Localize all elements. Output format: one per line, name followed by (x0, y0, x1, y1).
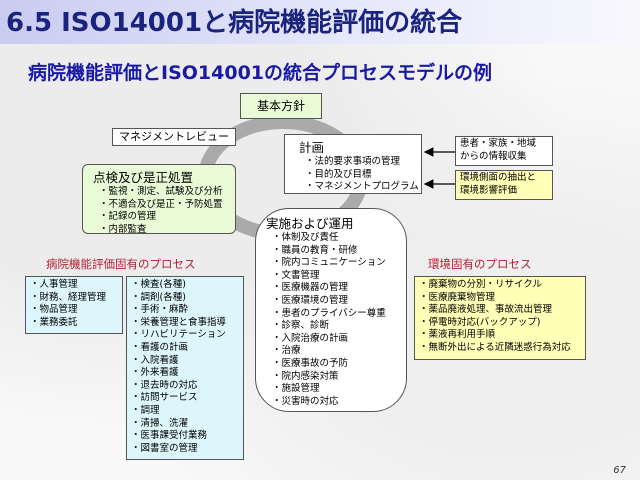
basic-policy-label: 基本方針 (256, 99, 305, 113)
diagram-subtitle: 病院機能評価とISO14001の統合プロセスモデルの例 (28, 62, 493, 84)
list-item: ・無断外出による近隣迷惑行為対応 (419, 341, 571, 353)
page-title: 6.5 ISO14001と病院機能評価の統合 (6, 8, 463, 38)
list-item: ・退去時の対応 (131, 379, 198, 391)
implementation-item: ・医療事故の予防 (272, 357, 349, 369)
stakeholder-line: 患者・家族・地域 (460, 138, 537, 149)
implementation-item: ・医療環境の管理 (272, 294, 349, 306)
implementation-item: ・入院治療の計画 (272, 332, 349, 344)
list-item: ・図書室の管理 (131, 442, 198, 454)
list-item: ・入院看護 (131, 354, 179, 366)
clinical-process-list: ・検査(各種) ・調剤(各種) ・手術・麻酔 ・栄養管理と食事指導 ・リハビリテ… (126, 276, 244, 460)
list-item: ・検査(各種) (131, 279, 186, 290)
plan-item: ・目的及び目標 (305, 168, 372, 180)
implementation-item: ・体制及び責任 (272, 232, 339, 243)
list-item: ・リハビリテーション (131, 329, 226, 341)
env-process-label: 環境固有のプロセス (428, 257, 532, 271)
implementation-item: ・施設管理 (272, 383, 320, 395)
list-item: ・廃棄物の分別・リサイクル (419, 279, 543, 290)
list-item: ・清掃、洗濯 (131, 417, 189, 429)
implementation-item: ・災害時の対応 (272, 395, 339, 407)
list-item: ・調理 (131, 404, 160, 416)
hospital-process-label: 病院機能評価固有のプロセス (46, 257, 196, 271)
env-aspect-line: 環境側面の抽出と (460, 172, 537, 183)
implementation-item: ・患者のプライバシー尊重 (272, 307, 386, 319)
check-action-item: ・内部監査 (99, 223, 147, 235)
implementation-item: ・院内感染対策 (272, 370, 339, 382)
plan-title: 計画 (299, 140, 325, 155)
implementation-item: ・院内コミュニケーション (272, 257, 386, 269)
list-item: ・薬品廃液処理、事故流出管理 (419, 304, 553, 316)
list-item: ・業務委託 (30, 316, 78, 328)
management-review-label: マネジメントレビュー (119, 130, 229, 143)
list-item: ・停電時対応(バックアップ) (419, 316, 541, 328)
implementation-item: ・治療 (272, 345, 301, 357)
stakeholder-line: からの情報収集 (460, 150, 527, 162)
implementation-item: ・医療機器の管理 (272, 282, 349, 294)
check-action-item: ・不適合及び是正・予防処置 (99, 198, 223, 210)
page-number: 67 (613, 465, 626, 476)
implementation-title: 実施および運用 (266, 216, 354, 231)
plan-item: ・法的要求事項の管理 (305, 156, 401, 167)
plan-item: ・マネジメントプログラム (305, 181, 419, 193)
list-item: ・人事管理 (30, 279, 78, 290)
implementation-item: ・文書管理 (272, 269, 320, 281)
basic-policy-box: 基本方針 (240, 93, 322, 119)
env-process-list: ・廃棄物の分別・リサイクル ・医療廃棄物管理 ・薬品廃液処理、事故流出管理 ・停… (414, 276, 586, 360)
list-item: ・医療廃棄物管理 (419, 291, 496, 303)
list-item: ・財務、経理管理 (30, 291, 107, 303)
plan-box: 計画 ・法的要求事項の管理 ・目的及び目標 ・マネジメントプログラム (284, 134, 422, 194)
title-bar: 6.5 ISO14001と病院機能評価の統合 (0, 0, 640, 44)
check-action-item: ・監視・測定、試験及び分析 (99, 186, 223, 197)
management-review-box: マネジメントレビュー (112, 128, 236, 146)
admin-process-list: ・人事管理 ・財務、経理管理 ・物品管理 ・業務委託 (25, 276, 123, 334)
list-item: ・薬液再利用手順 (419, 329, 496, 341)
list-item: ・訪問サービス (131, 392, 198, 404)
list-item: ・手術・麻酔 (131, 304, 189, 316)
implementation-item: ・職員の教育・研修 (272, 244, 358, 256)
stakeholder-input-box: 患者・家族・地域 からの情報収集 (455, 136, 553, 166)
implementation-item: ・診察、診断 (272, 320, 330, 332)
list-item: ・看護の計画 (131, 341, 189, 353)
check-action-item: ・記録の管理 (99, 211, 157, 223)
list-item: ・外来看護 (131, 367, 179, 379)
list-item: ・調剤(各種) (131, 291, 186, 303)
implementation-box: 実施および運用 ・体制及び責任 ・職員の教育・研修 ・院内コミュニケーション ・… (255, 208, 407, 412)
list-item: ・栄養管理と食事指導 (131, 316, 227, 328)
env-aspect-line: 環境影響評価 (460, 184, 518, 196)
env-aspect-box: 環境側面の抽出と 環境影響評価 (455, 170, 553, 200)
check-action-title: 点検及び是正処置 (93, 170, 194, 185)
list-item: ・医事課受付業務 (131, 430, 208, 442)
check-action-box: 点検及び是正処置 ・監視・測定、試験及び分析 ・不適合及び是正・予防処置 ・記録… (82, 164, 236, 235)
list-item: ・物品管理 (30, 304, 78, 316)
